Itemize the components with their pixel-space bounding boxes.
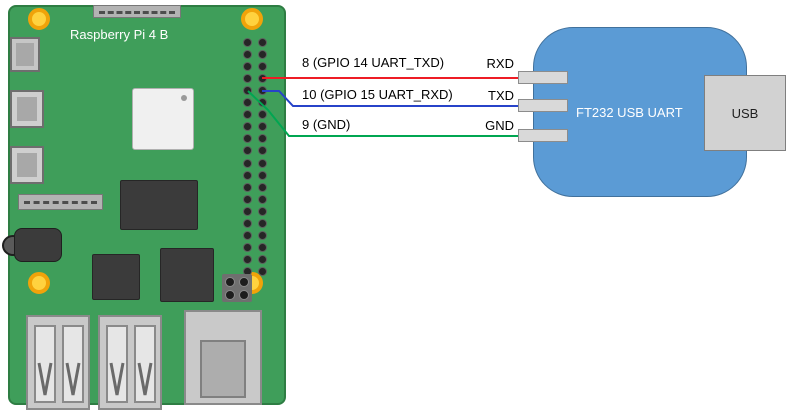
- gpio-pin: [258, 37, 267, 47]
- gpio-pin: [243, 122, 252, 132]
- gpio-pin: [243, 110, 252, 120]
- soc-chip: [132, 88, 194, 150]
- wire-label-gnd: 9 (GND): [302, 117, 351, 132]
- gpio-pin: [258, 194, 267, 204]
- gpio-pin: [243, 219, 252, 229]
- ethernet-port: [184, 310, 262, 405]
- gpio-pin: [243, 73, 252, 83]
- gpio-pin: [258, 158, 267, 168]
- gpio-pin: [258, 255, 267, 265]
- gpio-pin: [258, 73, 267, 83]
- gpio-pin: [258, 61, 267, 71]
- usb-contact-icon: [109, 362, 125, 396]
- module-pin-txd: [518, 99, 568, 112]
- usb-slot: [106, 325, 128, 403]
- mounting-hole: [241, 8, 263, 30]
- pin-label-gnd: GND: [485, 118, 514, 133]
- display-connector: [18, 194, 103, 210]
- mounting-hole: [28, 8, 50, 30]
- ethernet-port-inner: [200, 340, 246, 398]
- ic-chip: [160, 248, 214, 302]
- hdmi-port: [10, 146, 44, 184]
- camera-connector: [93, 5, 181, 18]
- gpio-pin: [243, 37, 252, 47]
- hdmi-port: [10, 90, 44, 128]
- gpio-pin: [258, 243, 267, 253]
- gpio-pin: [243, 134, 252, 144]
- poe-pin: [239, 289, 249, 300]
- gpio-pin: [243, 243, 252, 253]
- gpio-pin: [243, 206, 252, 216]
- gpio-pin: [243, 85, 252, 95]
- gpio-pin: [243, 170, 252, 180]
- wire-label-rxd: 10 (GPIO 15 UART_RXD): [302, 87, 453, 102]
- poe-header: [222, 274, 252, 302]
- wire-label-txd: 8 (GPIO 14 UART_TXD): [302, 55, 445, 70]
- gpio-pin: [258, 110, 267, 120]
- usb-c-power-port: [10, 37, 40, 72]
- gpio-pin: [243, 98, 252, 108]
- usb-slot: [34, 325, 56, 403]
- gpio-pin: [243, 49, 252, 59]
- poe-pin: [225, 276, 235, 287]
- ic-chip: [92, 254, 140, 300]
- gpio-header: [240, 36, 270, 278]
- soc-pin1-dot: [181, 95, 187, 101]
- gpio-pin: [258, 206, 267, 216]
- mounting-hole: [28, 272, 50, 294]
- poe-pin: [225, 289, 235, 300]
- gpio-pin: [258, 49, 267, 59]
- gpio-pin: [258, 122, 267, 132]
- ram-chip: [120, 180, 198, 230]
- usb-connector: USB: [704, 75, 786, 151]
- usb-contact-icon: [37, 362, 53, 396]
- pin-label-txd: TXD: [488, 88, 514, 103]
- usb-port-block: [26, 315, 90, 410]
- audio-jack: [14, 228, 62, 262]
- gpio-pin: [243, 61, 252, 71]
- gpio-pin: [258, 231, 267, 241]
- gpio-pin: [258, 182, 267, 192]
- usb-contact-icon: [137, 362, 153, 396]
- gpio-pin: [258, 170, 267, 180]
- usb-port-block: [98, 315, 162, 410]
- gpio-pin: [258, 146, 267, 156]
- gpio-pin: [243, 255, 252, 265]
- module-pin-rxd: [518, 71, 568, 84]
- board-title: Raspberry Pi 4 B: [70, 27, 169, 42]
- gpio-pin: [258, 219, 267, 229]
- gpio-pin: [243, 182, 252, 192]
- gpio-pin: [243, 194, 252, 204]
- gpio-pin: [243, 158, 252, 168]
- gpio-pin: [243, 146, 252, 156]
- gpio-pin: [258, 98, 267, 108]
- gpio-pin: [243, 231, 252, 241]
- gpio-pin: [258, 85, 267, 95]
- usb-contact-icon: [65, 362, 81, 396]
- usb-slot: [62, 325, 84, 403]
- ft232-label: FT232 USB UART: [576, 104, 683, 120]
- gpio-pin: [258, 134, 267, 144]
- pin-label-rxd: RXD: [486, 56, 514, 71]
- gpio-pin: [258, 267, 267, 277]
- poe-pin: [239, 276, 249, 287]
- module-pin-gnd: [518, 129, 568, 142]
- usb-connector-label: USB: [731, 105, 759, 121]
- usb-slot: [134, 325, 156, 403]
